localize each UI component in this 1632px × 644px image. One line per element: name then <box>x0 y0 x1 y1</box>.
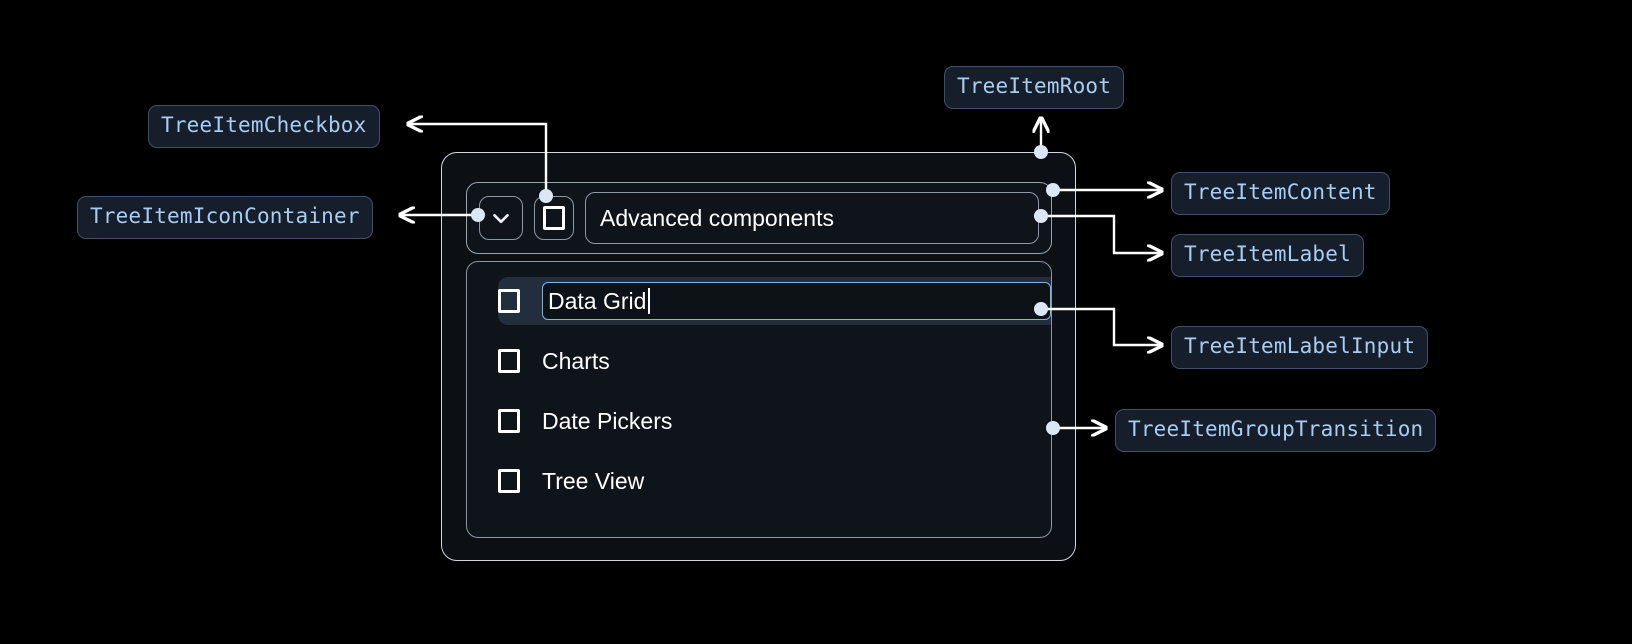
checkbox-unchecked-icon <box>543 206 565 230</box>
annotation-chip-tree-item-content: TreeItemContent <box>1171 172 1390 215</box>
tree-item-child-row-date-pickers[interactable]: Date Pickers <box>467 397 1051 445</box>
chevron-down-icon <box>488 205 514 231</box>
checkbox-unchecked-icon[interactable] <box>498 289 520 313</box>
annotation-label: TreeItemCheckbox <box>161 113 367 137</box>
annotation-chip-tree-item-label: TreeItemLabel <box>1171 234 1364 277</box>
checkbox-unchecked-icon[interactable] <box>498 469 520 493</box>
annotation-label: TreeItemLabelInput <box>1184 334 1416 358</box>
tree-item-child-label: Charts <box>542 347 610 374</box>
annotation-chip-tree-item-root: TreeItemRoot <box>944 66 1125 109</box>
annotation-label: TreeItemContent <box>1184 180 1377 204</box>
annotation-label: TreeItemIconContainer <box>90 204 360 228</box>
tree-item-child-label: Tree View <box>542 467 645 494</box>
tree-item-label-text: Advanced components <box>600 204 834 231</box>
tree-item-content[interactable]: Advanced components <box>466 182 1052 254</box>
tree-item-label-input[interactable]: Data Grid <box>542 282 1051 320</box>
tree-item-root[interactable]: Advanced components Data Grid Charts Dat… <box>441 152 1076 561</box>
annotation-chip-tree-item-group-transition: TreeItemGroupTransition <box>1115 409 1437 452</box>
tree-item-label[interactable]: Advanced components <box>585 192 1039 244</box>
tree-item-child-row-tree-view[interactable]: Tree View <box>467 457 1051 505</box>
text-caret <box>648 288 651 314</box>
annotation-label: TreeItemGroupTransition <box>1128 417 1424 441</box>
tree-item-label-input-value: Data Grid <box>548 287 647 314</box>
tree-item-icon-container[interactable] <box>479 196 523 240</box>
annotation-label: TreeItemLabel <box>1184 242 1351 266</box>
tree-item-checkbox[interactable] <box>534 196 574 240</box>
annotation-chip-tree-item-checkbox: TreeItemCheckbox <box>148 105 380 148</box>
tree-item-group-transition: Data Grid Charts Date Pickers Tree View <box>466 261 1052 538</box>
tree-item-child-row-data-grid[interactable]: Data Grid <box>498 277 1051 325</box>
tree-item-child-label: Date Pickers <box>542 407 673 434</box>
annotation-chip-tree-item-icon-container: TreeItemIconContainer <box>77 196 373 239</box>
annotation-label: TreeItemRoot <box>957 74 1112 98</box>
checkbox-unchecked-icon[interactable] <box>498 409 520 433</box>
annotation-chip-tree-item-label-input: TreeItemLabelInput <box>1171 326 1429 369</box>
checkbox-unchecked-icon[interactable] <box>498 349 520 373</box>
tree-item-child-row-charts[interactable]: Charts <box>467 337 1051 385</box>
